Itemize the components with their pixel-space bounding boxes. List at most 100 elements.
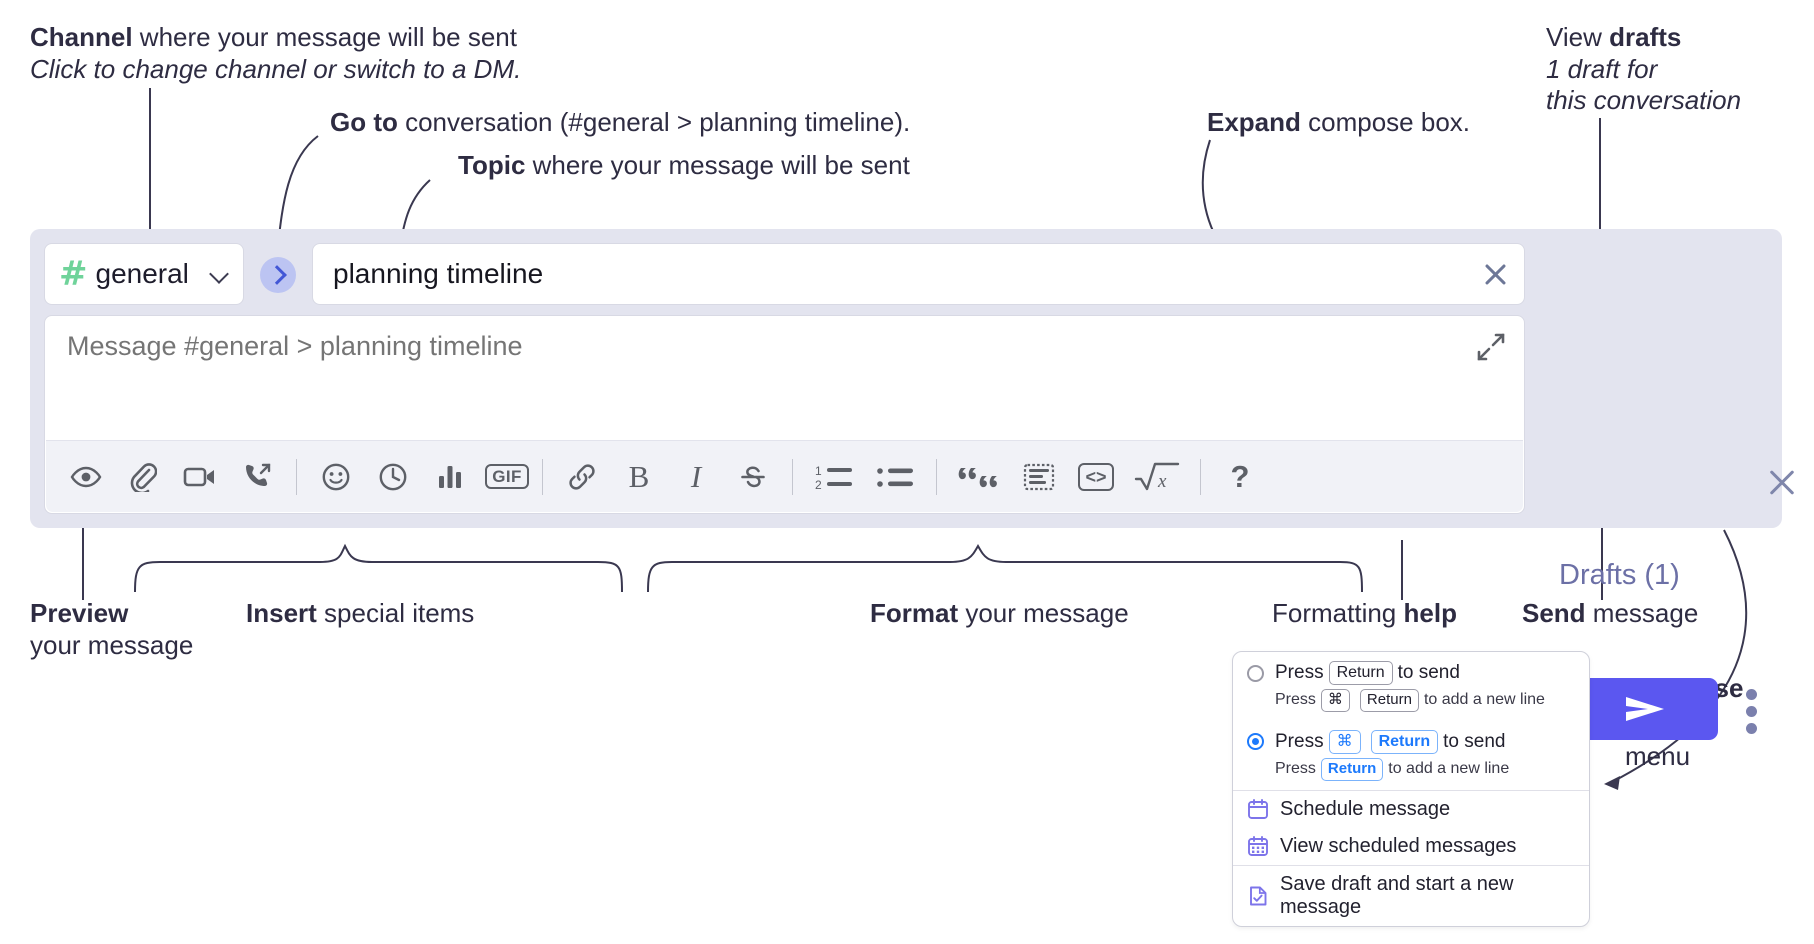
annotation-expand: Expand compose box. bbox=[1207, 107, 1470, 139]
code-block-icon[interactable] bbox=[1017, 455, 1061, 499]
save-draft-icon bbox=[1247, 885, 1269, 907]
clear-topic-icon[interactable] bbox=[1480, 259, 1510, 289]
annotation-drafts-lead: View bbox=[1546, 22, 1610, 52]
send-option-cmd-return-sub: Press Return to add a new line bbox=[1233, 756, 1589, 790]
strikethrough-icon[interactable] bbox=[731, 455, 775, 499]
divider-4 bbox=[936, 458, 937, 495]
compose-panel: Drafts (1) # general bbox=[30, 229, 1782, 740]
option2-sub-tail: to add a new line bbox=[1388, 760, 1510, 778]
option1-sub-press: Press bbox=[1275, 691, 1316, 709]
annotation-send-rest: message bbox=[1585, 598, 1699, 628]
attachment-icon[interactable] bbox=[121, 455, 165, 499]
kebab-menu-icon[interactable] bbox=[1746, 689, 1758, 734]
option2-sub-press: Press bbox=[1275, 760, 1316, 778]
kebab-dot-2 bbox=[1746, 706, 1757, 717]
blockquote-icon[interactable] bbox=[954, 455, 1004, 499]
hash-icon: # bbox=[59, 254, 88, 294]
formatting-toolbar: GIF B I 1 bbox=[46, 440, 1523, 512]
menu-item-save-draft[interactable]: Save draft and start a new message bbox=[1233, 866, 1589, 926]
inline-code-icon[interactable]: <> bbox=[1074, 455, 1118, 499]
radio-return[interactable] bbox=[1247, 664, 1264, 682]
annotation-help: Formatting help bbox=[1272, 598, 1457, 630]
menu-item-label: Schedule message bbox=[1280, 797, 1451, 820]
topic-field[interactable] bbox=[312, 243, 1525, 305]
annotation-insert-rest: special items bbox=[316, 598, 475, 628]
annotation-format-bold: Format bbox=[870, 598, 959, 628]
annotation-format-rest: your message bbox=[958, 598, 1129, 628]
channel-selector[interactable]: # general bbox=[44, 243, 244, 305]
annotation-goto-rest: conversation (#general > planning timeli… bbox=[397, 107, 911, 137]
compose-inner: # general bbox=[44, 243, 1525, 514]
annotation-channel-italic: Click to change channel or switch to a D… bbox=[30, 53, 522, 84]
key-return-sub-2: Return bbox=[1320, 757, 1384, 781]
annotation-drafts: View drafts 1 draft for this conversatio… bbox=[1546, 22, 1741, 117]
menu-divider-2 bbox=[1233, 864, 1589, 866]
annotation-compose-rest: menu bbox=[1625, 740, 1691, 771]
video-icon[interactable] bbox=[178, 455, 222, 499]
annotation-help-lead: Formatting bbox=[1272, 598, 1404, 628]
channel-name: general bbox=[95, 258, 189, 289]
annotation-preview: Preview your message bbox=[30, 598, 193, 661]
radio-cmd-return[interactable] bbox=[1247, 733, 1264, 751]
divider-3 bbox=[792, 458, 793, 495]
annotation-topic: Topic where your message will be sent bbox=[458, 150, 910, 182]
message-input[interactable] bbox=[65, 330, 1453, 363]
emoji-icon[interactable] bbox=[314, 455, 358, 499]
kebab-dot-3 bbox=[1746, 723, 1757, 734]
bold-icon[interactable]: B bbox=[617, 455, 661, 499]
chevron-down-icon bbox=[211, 265, 229, 283]
send-option-return-sub: Press ⌘ Return to add a new line bbox=[1233, 687, 1589, 721]
annotation-goto-bold: Go to bbox=[330, 107, 398, 137]
svg-text:1: 1 bbox=[815, 464, 822, 478]
bulleted-list-icon[interactable] bbox=[871, 455, 919, 499]
option1-press: Press bbox=[1275, 662, 1324, 683]
compose-options-menu: Press Return to send Press ⌘ Return to a… bbox=[1232, 651, 1590, 927]
close-icon[interactable] bbox=[1765, 466, 1799, 500]
divider-2 bbox=[542, 458, 543, 495]
kebab-dot-1 bbox=[1746, 689, 1757, 700]
italic-icon[interactable]: I bbox=[674, 455, 718, 499]
chevron-right-icon bbox=[266, 265, 287, 285]
send-paper-plane-icon bbox=[1626, 697, 1664, 721]
annotation-drafts-italic1: 1 draft for bbox=[1546, 53, 1658, 84]
gif-icon[interactable]: GIF bbox=[485, 455, 529, 499]
annotation-drafts-bold: drafts bbox=[1609, 22, 1682, 52]
annotation-goto: Go to conversation (#general > planning … bbox=[330, 107, 910, 139]
annotation-format: Format your message bbox=[870, 598, 1129, 630]
send-option-return[interactable]: Press Return to send bbox=[1233, 652, 1589, 687]
poll-icon[interactable] bbox=[428, 455, 472, 499]
annotation-insert: Insert special items bbox=[246, 598, 474, 630]
help-icon[interactable]: ? bbox=[1218, 455, 1262, 499]
link-icon[interactable] bbox=[560, 455, 604, 499]
menu-item-label: View scheduled messages bbox=[1280, 834, 1517, 857]
divider-5 bbox=[1200, 458, 1201, 495]
math-icon[interactable]: x bbox=[1131, 455, 1183, 499]
menu-divider-1 bbox=[1233, 789, 1589, 791]
bold-label: B bbox=[628, 458, 650, 494]
annotation-topic-bold: Topic bbox=[458, 150, 526, 180]
ordered-list-icon[interactable]: 1 2 bbox=[810, 455, 858, 499]
calendar-grid-icon bbox=[1247, 835, 1269, 857]
gif-label: GIF bbox=[485, 464, 529, 489]
clock-icon[interactable] bbox=[371, 455, 415, 499]
goto-conversation-button[interactable] bbox=[260, 257, 296, 293]
menu-item-view-scheduled[interactable]: View scheduled messages bbox=[1233, 828, 1589, 865]
preview-icon[interactable] bbox=[64, 455, 108, 499]
key-command-2: ⌘ bbox=[1328, 729, 1361, 754]
topic-input[interactable] bbox=[331, 257, 1480, 291]
annotation-topic-rest: where your message will be sent bbox=[525, 150, 910, 180]
inline-code-label: <> bbox=[1078, 462, 1114, 491]
menu-item-schedule-message[interactable]: Schedule message bbox=[1233, 791, 1589, 828]
expand-diagonal-icon[interactable] bbox=[1476, 332, 1506, 362]
annotation-channel: Channel where your message will be sent … bbox=[30, 22, 521, 85]
drafts-link[interactable]: Drafts (1) bbox=[1559, 559, 1680, 591]
annotation-channel-bold: Channel bbox=[30, 22, 133, 52]
annotation-expand-bold: Expand bbox=[1207, 107, 1301, 137]
svg-text:x: x bbox=[1157, 471, 1167, 492]
send-option-cmd-return[interactable]: Press ⌘ Return to send bbox=[1233, 721, 1589, 756]
key-return-2: Return bbox=[1370, 729, 1439, 754]
send-button[interactable] bbox=[1572, 678, 1718, 740]
audio-call-icon[interactable] bbox=[235, 455, 279, 499]
key-return: Return bbox=[1328, 661, 1393, 685]
option2-press: Press bbox=[1275, 730, 1324, 752]
